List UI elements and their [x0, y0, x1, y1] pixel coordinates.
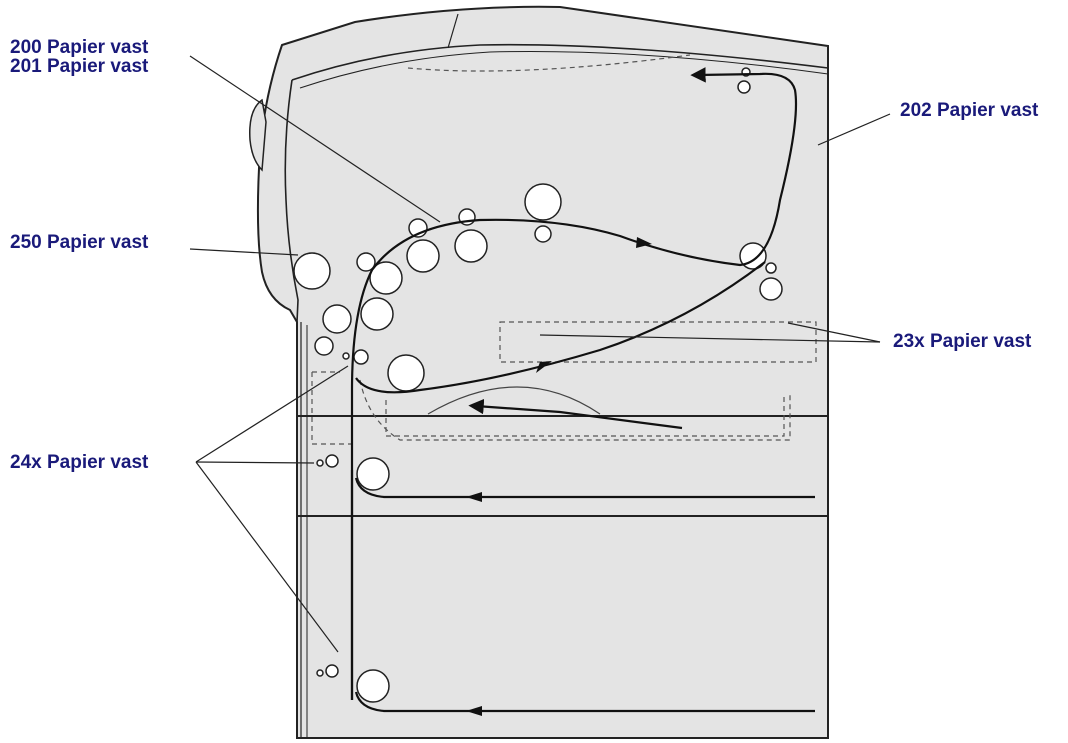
- roller: [387, 354, 425, 392]
- roller: [316, 669, 324, 677]
- roller: [314, 336, 334, 356]
- rollers: [293, 67, 783, 703]
- label-jam-250: 250 Papier vast: [10, 232, 149, 253]
- label-jam-200: 200 Papier vast: [10, 37, 149, 58]
- duplex-input-path: [468, 398, 683, 430]
- tray-1-feed-path: [354, 477, 815, 499]
- cover-top-edge: [291, 43, 829, 81]
- arrow-left-tray2: [466, 706, 482, 716]
- roller: [737, 80, 751, 94]
- leader-200: [189, 55, 441, 223]
- dashed-box-23x: [499, 321, 817, 363]
- arrow-left-tray1: [466, 492, 482, 502]
- leader-202: [817, 113, 891, 146]
- leader-250: [189, 248, 299, 256]
- label-jam-201: 201 Papier vast: [10, 56, 149, 77]
- cover-top-edge-inner: [299, 50, 829, 89]
- roller: [454, 229, 488, 263]
- roller: [356, 457, 390, 491]
- roller: [406, 239, 440, 273]
- side-handle: [249, 98, 267, 172]
- leader-lines: [189, 55, 891, 653]
- tray-2-feed-path: [354, 691, 815, 713]
- leader-23x-b: [539, 334, 881, 343]
- arrow-right: [636, 237, 652, 248]
- path-arrows: [466, 237, 652, 716]
- roller: [353, 349, 369, 365]
- roller: [325, 454, 339, 468]
- roller: [369, 261, 403, 295]
- roller: [316, 459, 324, 467]
- duplex-return-path: [355, 261, 766, 394]
- leader-24x-b: [195, 461, 315, 464]
- roller: [759, 277, 783, 301]
- tray-2: [296, 515, 829, 739]
- roller: [342, 352, 350, 360]
- roller: [524, 183, 562, 221]
- dashed-box-tray-left: [311, 371, 355, 445]
- roller: [356, 669, 390, 703]
- leader-24x-a: [195, 365, 349, 463]
- arrow-left-23x: [536, 361, 552, 373]
- leader-24x-c: [195, 461, 339, 653]
- label-jam-24x: 24x Papier vast: [10, 452, 149, 473]
- duplex-guide-arc: [427, 386, 601, 415]
- exit-bin-dashed-line: [407, 54, 691, 72]
- dashed-box-tray-inner: [385, 394, 785, 437]
- dashed-areas: [311, 321, 817, 445]
- dashed-box-tray-outer: [359, 379, 791, 441]
- roller: [356, 252, 376, 272]
- leader-23x-a: [787, 322, 881, 343]
- tray-1: [296, 415, 829, 517]
- roller: [322, 304, 352, 334]
- roller: [360, 297, 394, 331]
- label-jam-202: 202 Papier vast: [900, 100, 1039, 121]
- cover-diagonal: [447, 13, 459, 49]
- front-panel-curve: [284, 79, 299, 323]
- roller: [534, 225, 552, 243]
- roller: [325, 664, 339, 678]
- label-jam-23x: 23x Papier vast: [893, 331, 1032, 352]
- printer-body: [249, 5, 829, 739]
- roller: [293, 252, 331, 290]
- roller: [765, 262, 777, 274]
